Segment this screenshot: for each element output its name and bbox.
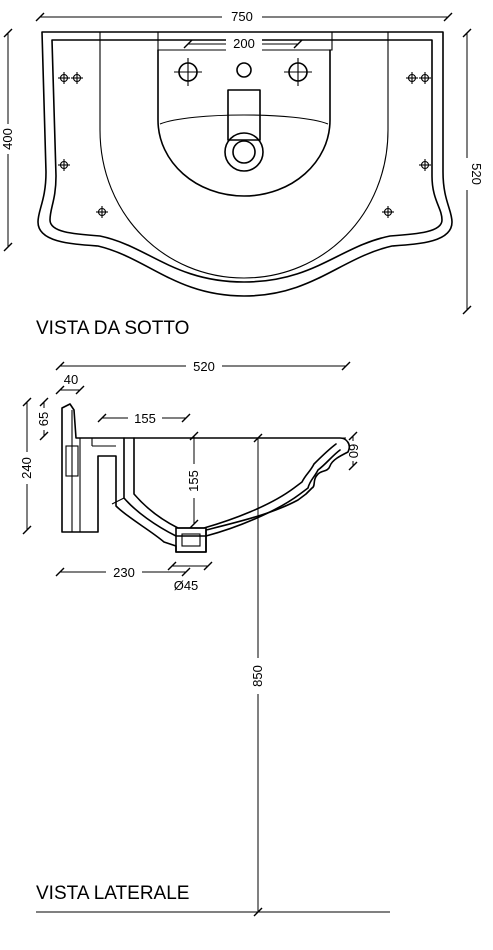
dim-drain-diameter: Ø45 xyxy=(167,561,213,593)
drain-block xyxy=(175,527,207,553)
dim-drain-offset: 230 xyxy=(55,564,191,580)
tap-hole-left xyxy=(174,58,202,86)
bowl-outline xyxy=(99,32,389,279)
dim-total-width: 750 xyxy=(35,8,453,24)
dim-rim: 40 xyxy=(55,372,85,395)
fixing-mark-tl2 xyxy=(71,72,83,84)
dim-hole-spacing: 200 xyxy=(183,35,303,51)
drain-inner xyxy=(232,140,256,164)
basin-inner-rim xyxy=(49,39,443,283)
dim-mount-height-850: 850 xyxy=(36,433,390,917)
dim-mount-height: 400 xyxy=(0,28,16,252)
dim-inner-offset: 155 xyxy=(97,410,191,426)
overflow-slot xyxy=(65,445,79,477)
dim-label-inner-depth: 155 xyxy=(186,470,201,492)
fixing-mark-br xyxy=(382,206,394,218)
overflow-line xyxy=(111,497,125,505)
side-view: 520 40 65 240 xyxy=(19,357,390,917)
dim-label-hole-spacing: 200 xyxy=(233,36,255,51)
dim-label-back-height: 65 xyxy=(36,412,51,426)
side-basin-inner xyxy=(123,437,341,537)
fixing-mark-tr1 xyxy=(406,72,418,84)
fixing-mark-tr2 xyxy=(419,72,431,84)
dim-label-drain-offset: 230 xyxy=(113,565,135,580)
basin-outer-outline xyxy=(37,31,453,297)
bottom-view: 750 400 520 xyxy=(0,8,484,339)
inner-bowl xyxy=(157,49,331,197)
tap-hole-right xyxy=(284,58,312,86)
fixing-mark-bl xyxy=(96,206,108,218)
dim-label-total-width: 750 xyxy=(231,9,253,24)
dim-label-drain-diameter: Ø45 xyxy=(174,578,199,593)
dim-label-depth: 520 xyxy=(193,359,215,374)
fixing-mark-tl1 xyxy=(58,72,70,84)
side-profile-outer xyxy=(61,403,351,553)
dim-label-mount-height-850: 850 xyxy=(250,665,265,687)
drain-block-inner xyxy=(181,533,201,547)
dim-total-depth: 520 xyxy=(459,28,484,315)
dim-label-rim: 40 xyxy=(64,372,78,387)
fixing-mark-mr xyxy=(419,159,431,171)
side-basin-inner-2 xyxy=(133,437,337,529)
drain-outer xyxy=(224,132,264,172)
overflow-channel xyxy=(227,89,261,141)
dim-label-inner-offset: 155 xyxy=(134,411,156,426)
dim-height: 240 xyxy=(19,397,35,535)
dim-label-height: 240 xyxy=(19,457,34,479)
dim-back-height: 65 xyxy=(36,397,52,441)
dim-front-rim: 60 xyxy=(345,431,361,471)
dim-inner-depth: 155 xyxy=(186,431,202,529)
inner-bowl-lip xyxy=(159,114,329,125)
center-tap-hole xyxy=(236,62,252,78)
bottom-view-title: VISTA DA SOTTO xyxy=(36,318,189,339)
dim-depth: 520 xyxy=(55,357,351,374)
side-view-title: VISTA LATERALE xyxy=(36,883,189,904)
dim-label-total-depth: 520 xyxy=(469,163,484,185)
fixing-marks xyxy=(58,72,431,218)
fixing-mark-ml xyxy=(58,159,70,171)
dim-label-mount-height: 400 xyxy=(0,128,15,150)
